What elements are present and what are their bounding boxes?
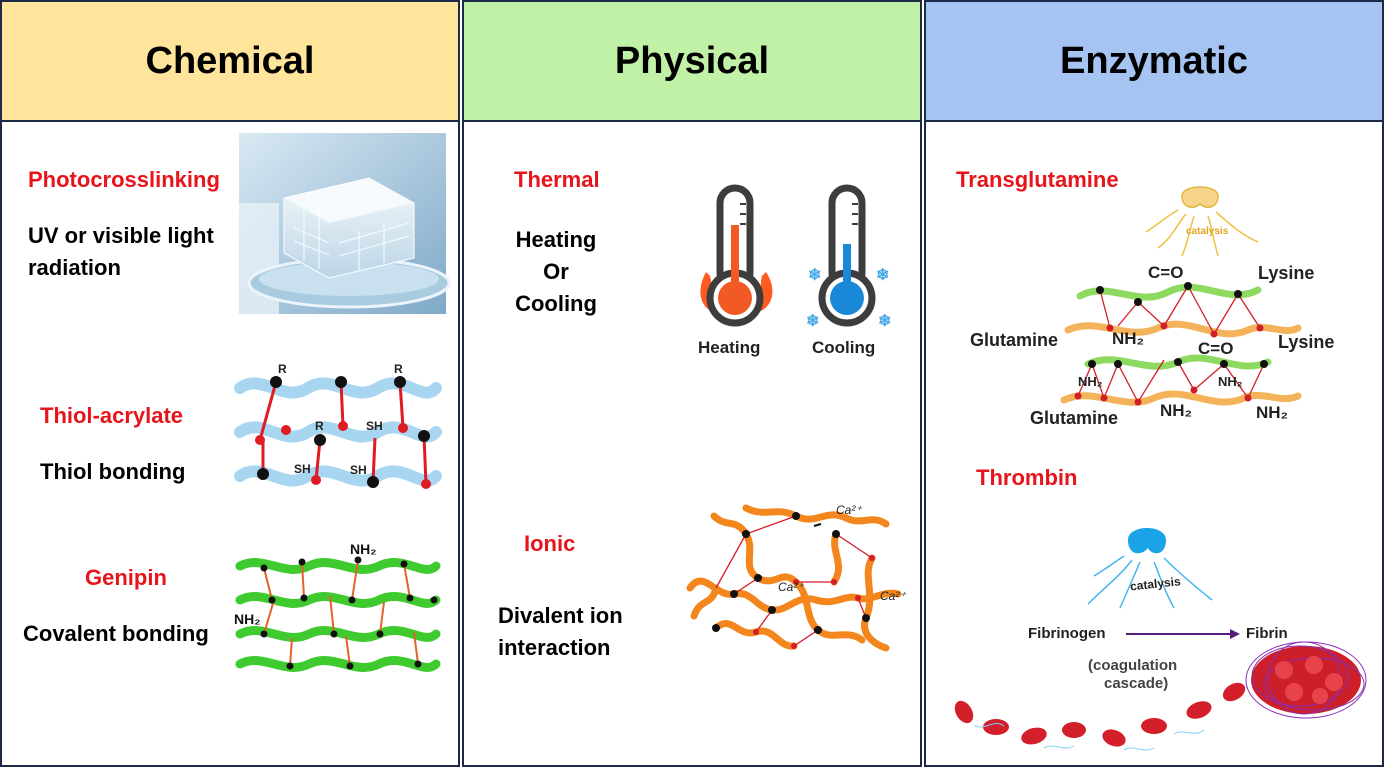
- method-genipin: Genipin: [85, 565, 167, 590]
- method-thrombin: Thrombin: [976, 465, 1078, 490]
- svg-text:❄: ❄: [808, 267, 821, 284]
- label-lysine-2: Lysine: [1278, 332, 1334, 352]
- column-chemical: Chemical Photocrosslinking UV or visible…: [0, 0, 460, 767]
- desc-genipin: Covalent bonding: [23, 621, 209, 646]
- header-chemical: Chemical: [0, 0, 460, 122]
- label-sh-2: SH: [294, 462, 311, 476]
- transglutamine-diagram: catalysis C=O Ly: [970, 186, 1334, 428]
- header-enzymatic: Enzymatic: [924, 0, 1384, 122]
- label-ca-3: Ca²⁺: [880, 589, 907, 603]
- label-fibrin: Fibrin: [1246, 625, 1288, 642]
- column-physical: Physical Thermal Heating Or Cooling ❄ ❄ ❄…: [462, 0, 922, 767]
- label-r-2: R: [394, 362, 403, 376]
- label-sh-3: SH: [350, 463, 367, 477]
- cooling-thermometer-icon: ❄ ❄ ❄ ❄: [806, 184, 891, 330]
- svg-text:❄: ❄: [876, 267, 889, 284]
- desc-ionic-line1: Divalent ion: [498, 603, 623, 628]
- label-cascade-line2: cascade): [1104, 675, 1168, 692]
- desc-thermal-line2: Or: [543, 259, 569, 284]
- label-nh2-top: NH₂: [350, 541, 376, 557]
- desc-photocrosslinking-line1: UV or visible light: [28, 223, 214, 248]
- desc-thermal-line3: Cooling: [515, 291, 597, 316]
- label-catalysis-transglutamine: catalysis: [1186, 226, 1229, 237]
- desc-thiol-acrylate: Thiol bonding: [40, 459, 186, 484]
- label-nh2-d: NH₂: [1160, 401, 1192, 420]
- label-nh2-a: NH₂: [1112, 329, 1144, 348]
- thiol-acrylate-diagram: R R R SH SH SH: [234, 362, 442, 489]
- label-nh2-left: NH₂: [234, 611, 260, 627]
- ionic-diagram: Ca²⁺ Ca²⁺ Ca²⁺: [686, 503, 907, 652]
- genipin-diagram: NH₂ NH₂: [234, 541, 441, 672]
- method-ionic: Ionic: [524, 531, 576, 556]
- label-ca-2: Ca²⁺: [778, 580, 805, 594]
- label-r-3: R: [315, 419, 324, 433]
- label-lysine-1: Lysine: [1258, 263, 1314, 283]
- column-enzymatic: Enzymatic Transglutamine catalysis: [924, 0, 1384, 767]
- hydrogel-photo: [239, 133, 451, 314]
- desc-ionic-line2: interaction: [498, 635, 611, 660]
- label-r-1: R: [278, 362, 287, 376]
- label-ca-1: Ca²⁺: [836, 503, 863, 517]
- method-transglutamine: Transglutamine: [956, 167, 1119, 192]
- label-nh2-c: NH₂: [1218, 374, 1243, 389]
- svg-text:❄: ❄: [878, 313, 891, 330]
- method-photocrosslinking: Photocrosslinking: [28, 167, 220, 192]
- method-thiol-acrylate: Thiol-acrylate: [40, 403, 184, 428]
- label-heating: Heating: [698, 338, 760, 357]
- label-catalysis-thrombin: catalysis: [1129, 574, 1181, 593]
- label-sh-1: SH: [366, 419, 383, 433]
- label-co-1: C=O: [1148, 263, 1183, 282]
- label-nh2-e: NH₂: [1256, 403, 1288, 422]
- label-fibrinogen: Fibrinogen: [1028, 625, 1106, 642]
- label-glutamine-2: Glutamine: [1030, 408, 1118, 428]
- desc-photocrosslinking-line2: radiation: [28, 255, 121, 280]
- method-thermal: Thermal: [514, 167, 600, 192]
- thermometers-diagram: ❄ ❄ ❄ ❄ Heating Cooling: [698, 184, 891, 357]
- label-co-2: C=O: [1198, 339, 1233, 358]
- fibrin-clot-icon: [1245, 641, 1367, 719]
- header-physical: Physical: [462, 0, 922, 122]
- label-glutamine-1: Glutamine: [970, 330, 1058, 350]
- thrombin-diagram: catalysis Fibrinogen Fibrin (coagulation…: [954, 528, 1367, 751]
- desc-thermal-line1: Heating: [515, 227, 597, 252]
- enzyme-icon: [1181, 186, 1219, 209]
- label-cooling: Cooling: [812, 338, 875, 357]
- label-cascade-line1: (coagulation: [1088, 657, 1177, 674]
- svg-text:❄: ❄: [806, 313, 819, 330]
- heating-thermometer-icon: [700, 184, 773, 327]
- label-nh2-b: NH₂: [1078, 374, 1103, 389]
- thrombin-enzyme-icon: [1128, 528, 1166, 554]
